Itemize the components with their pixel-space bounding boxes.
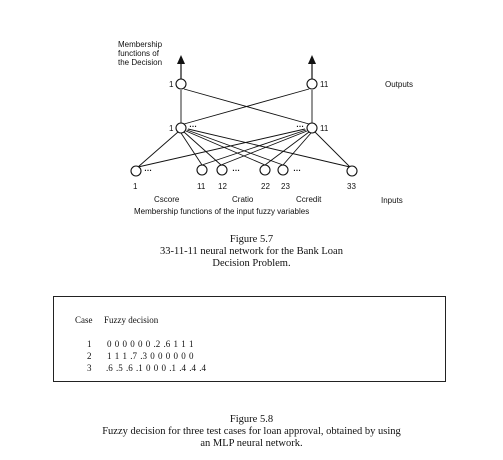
group-label-ccredit: Ccredit [296, 195, 322, 204]
ellipsis-input-1: … [144, 164, 152, 173]
input-node-12 [216, 164, 228, 176]
input-index: 23 [281, 182, 290, 191]
figure-5-7-caption: Figure 5.7 33-11-11 neural network for t… [100, 234, 403, 270]
group-label-cscore: Cscore [154, 195, 180, 204]
caption-line: Fuzzy decision for three test cases for … [102, 426, 401, 437]
output-index-right: 11 [320, 80, 329, 89]
arrow-head-left [177, 55, 185, 64]
ellipsis-input-3: … [293, 164, 301, 173]
hidden-node-11 [306, 122, 318, 134]
caption-title: Figure 5.7 [229, 234, 274, 245]
input-node-11 [196, 164, 208, 176]
input-node-1 [130, 165, 142, 177]
membership-inputs-label: Membership functions of the input fuzzy … [134, 207, 310, 216]
row-values: 0 0 0 0 0 0 .2 .6 1 1 1 [107, 339, 194, 349]
arrow-head-right [308, 55, 316, 64]
membership-decision-label: Membership functions of the Decision [118, 40, 162, 67]
row-case: 2 [87, 351, 92, 361]
input-node-22 [259, 164, 271, 176]
caption-line: Decision Problem. [212, 258, 291, 269]
row-case: 3 [87, 363, 92, 373]
output-node-1 [175, 78, 187, 90]
input-index: 12 [218, 182, 227, 191]
input-node-23 [277, 164, 289, 176]
membership-label-line: Membership [118, 40, 163, 49]
row-values: .6 .5 .6 .1 0 0 0 .1 .4 .4 .4 [106, 363, 206, 373]
hidden-index-left: 1 [169, 124, 174, 133]
ellipsis-hidden-left: … [189, 120, 197, 129]
caption-line: 33-11-11 neural network for the Bank Loa… [160, 246, 343, 257]
hidden-output-connections [180, 88, 313, 125]
header-fuzzy-decision: Fuzzy decision [104, 315, 159, 325]
caption-title: Figure 5.8 [229, 414, 274, 425]
membership-label-line: functions of [118, 49, 159, 58]
input-index: 22 [261, 182, 270, 191]
header-case: Case [75, 315, 93, 325]
row-values: 1 1 1 .7 .3 0 0 0 0 0 0 [107, 351, 194, 361]
hidden-index-right: 11 [320, 124, 329, 133]
input-node-33 [346, 165, 358, 177]
fuzzy-decision-table [53, 296, 446, 382]
input-index: 11 [197, 182, 206, 191]
input-hidden-connections [137, 128, 351, 168]
membership-label-line: the Decision [118, 58, 163, 67]
output-arrows [180, 62, 313, 79]
outputs-label: Outputs [385, 80, 414, 89]
caption-line: an MLP neural network. [200, 438, 303, 449]
ellipsis-input-2: … [232, 164, 240, 173]
input-index: 1 [133, 182, 138, 191]
hidden-node-1 [175, 122, 187, 134]
group-label-cratio: Cratio [232, 195, 254, 204]
ellipsis-hidden-right: … [296, 120, 304, 129]
input-index: 33 [347, 182, 356, 191]
inputs-label: Inputs [381, 196, 403, 205]
figure-5-8-caption: Figure 5.8 Fuzzy decision for three test… [60, 414, 443, 450]
nodes [130, 78, 358, 177]
output-index-left: 1 [169, 80, 174, 89]
row-case: 1 [87, 339, 92, 349]
output-node-11 [306, 78, 318, 90]
